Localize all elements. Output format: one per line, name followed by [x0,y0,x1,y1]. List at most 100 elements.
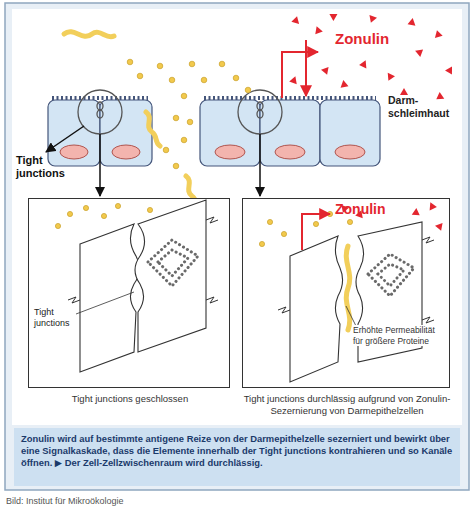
zonulin-triangle [313,25,323,34]
membrane-edge-mark [68,217,434,323]
antigen-dot [233,75,239,81]
antigen-dot [55,223,60,228]
leader-line [76,292,356,326]
zonulin-triangle [436,92,445,100]
closed-junction-panel: Tight junctionsTight junctions geschloss… [28,198,230,388]
zonulin-triangle [321,64,332,75]
junction-strand [148,240,198,286]
cell-nuclei [112,145,140,159]
cell-nuclei [215,145,245,159]
panel-caption: Tight junctions durchlässig aufgrund von… [243,393,451,417]
zonulin-triangle [289,11,455,100]
membrane-edge-mark [206,217,218,223]
membrane-edge-mark [422,237,434,243]
antigen-dot [313,221,318,226]
cell-membrane [290,236,343,382]
zonulin-triangle [291,15,301,24]
panel-label: Tight junctions [34,307,84,329]
antigen-dot [83,205,88,210]
antigen-dot [147,207,152,212]
epithelial-cells [200,100,260,166]
cell-nuclei [60,145,365,159]
antigen-dot [163,147,169,153]
bacteria-worm [346,246,349,330]
membrane-edge-mark [422,317,434,323]
magnifier-circle [78,90,282,134]
zonulin-triangle [289,75,299,84]
cell-membrane [135,200,206,352]
junction-strand [158,250,188,276]
panel-background [28,198,450,388]
panel-background [242,198,450,388]
junction-strand [378,264,404,286]
cell-nuclei [60,145,88,159]
antigen-dot [259,241,264,246]
zonulin-triangle [384,70,395,80]
zonulin-arrow [302,214,330,250]
antigen-dot [347,219,352,224]
pointer-arrow [46,126,84,152]
zonulin-arrow [282,52,318,98]
zonulin-triangle [408,17,417,25]
epithelial-cells [320,100,380,166]
antigen-dot [187,119,193,125]
microvilli [52,96,376,100]
zonulin-label: Zonulin [335,201,405,217]
structure-label: Tight junctions [16,154,86,180]
junction-strand [148,240,414,296]
zonulin-triangle [412,208,421,216]
antigen-dot [169,77,175,83]
bacteria-worm [146,112,160,146]
antigen-dot [173,115,179,121]
frame [5,3,469,490]
epithelial-cells [260,100,320,166]
magnifier-circle [257,110,263,118]
antigen-dot [281,231,286,236]
antigen-dot [115,203,120,208]
zonulin-arrow [305,40,307,96]
cell-membrane [80,200,422,382]
bacteria-worm [346,246,349,330]
antigen-dot [201,77,207,83]
zonulin-triangle [366,12,377,23]
bacteria-worm [64,32,200,210]
microvilli [204,96,376,100]
leader-line [76,292,134,314]
antigen-dot [55,203,352,246]
membrane-edge-mark [68,297,80,303]
magnifier-circle [238,90,282,134]
pointer-arrow [259,134,261,196]
permeability-note: Erhöhte Permeabilität für größere Protei… [353,325,445,346]
leader-line [346,306,356,326]
antigen-dot [67,211,72,216]
frame [5,3,469,490]
explanation-band: Zonulin wird auf bestimmte antigene Reiz… [14,428,460,486]
tissue-label: Darm- schleimhaut [388,94,460,120]
pointer-arrow [99,134,101,196]
image-credit: Bild: Institut für Mikroökologie [6,496,306,507]
epithelial-cells [48,100,380,166]
zonulin-triangle [339,79,348,87]
magnifier-circle [97,110,103,118]
zonulin-triangle [445,65,455,75]
magnifier-circle [78,90,122,134]
zonulin-arrow [282,40,318,98]
membrane-edge-mark [278,307,290,313]
antigen-dot [127,59,251,169]
antigen-dot [137,73,143,79]
zonulin-arrow [302,214,330,250]
frame [12,9,462,425]
panel-caption: Tight junctions geschlossen [29,393,231,405]
antigen-dot [267,219,272,224]
zonulin-triangle [435,220,446,231]
antigen-dot [219,61,225,67]
membrane-edge-mark [206,297,218,303]
antigen-dot [157,63,163,69]
zonulin-label: Zonulin [335,30,415,47]
antigen-dot [127,59,133,65]
cell-nuclei [335,145,365,159]
open-junction-panel: ZonulinErhöhte Permeabilität für größere… [242,198,450,388]
junction-strand [368,254,414,296]
antigen-dot [189,61,195,67]
